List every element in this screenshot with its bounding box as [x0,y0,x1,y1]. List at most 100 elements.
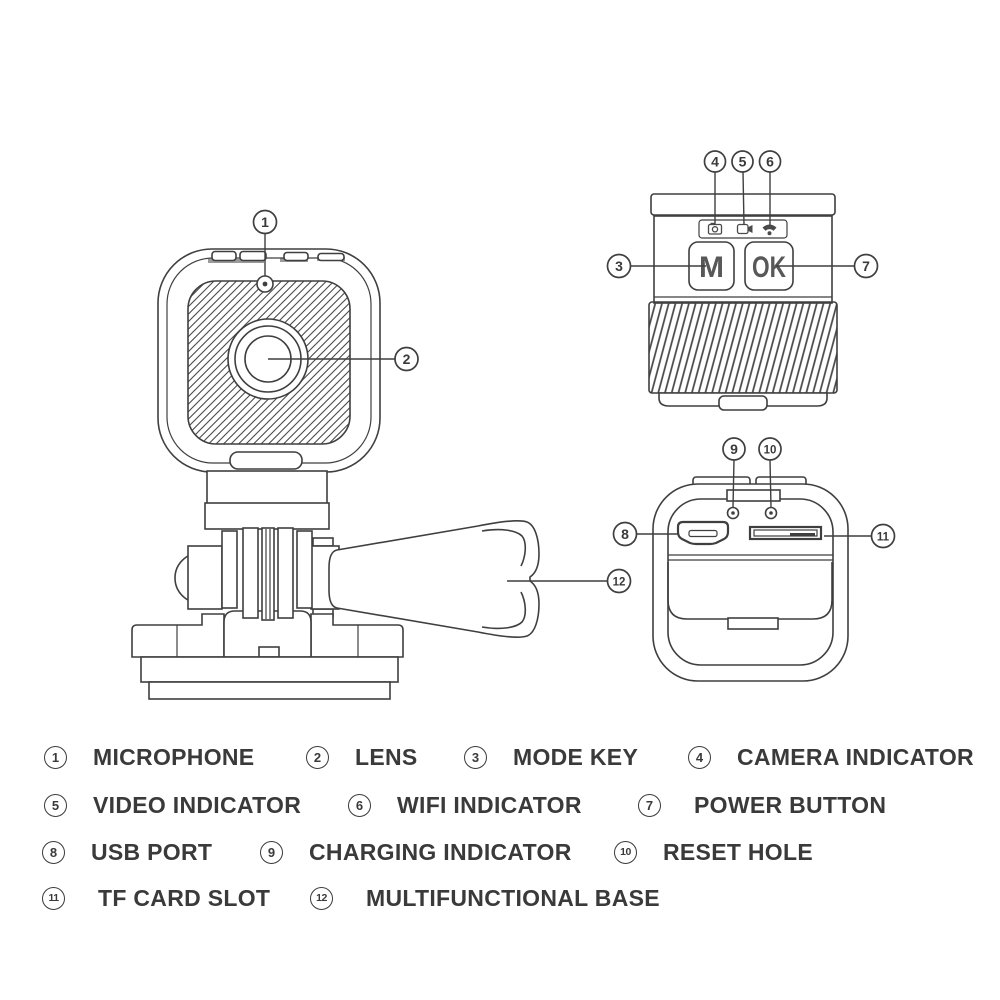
legend-label: USB PORT [91,838,213,865]
callout-3: 3 [606,253,706,279]
legend-number-badge: 2 [306,745,329,769]
thumbscrew-lobe-line [481,591,527,630]
callout-8: 8 [612,521,678,547]
legend-number-badge: 7 [638,793,661,817]
legend-item-power-button: 7 POWER BUTTON [638,790,886,820]
callout-11: 11 [824,523,896,549]
fork-slat [277,527,294,619]
mode-key-label: M [699,251,724,284]
legend-number-badge: 6 [348,793,371,817]
callout-9: 9 [722,437,746,508]
svg-text:4: 4 [711,154,719,170]
legend-label: LENS [355,743,418,770]
base-notch [258,646,280,658]
top-button-tab [283,251,309,262]
top-edge-notch [726,489,781,502]
legend-number-badge: 12 [310,886,333,910]
svg-text:8: 8 [621,526,629,542]
tf-card-slot [748,525,823,541]
callouts: 1 2 3 4 5 6 7 [252,150,896,594]
legend-item-lens: 2 LENS [306,742,418,772]
svg-text:12: 12 [613,577,626,589]
legend-item-multifunctional-base: 12 MULTIFUNCTIONAL BASE [310,883,660,913]
legend-label: WIFI INDICATOR [397,791,582,818]
svg-text:7: 7 [862,258,870,274]
usb-port [676,520,730,546]
svg-text:3: 3 [615,258,623,274]
legend-number-badge: 11 [42,886,65,910]
legend-label: CAMERA INDICATOR [737,743,974,770]
legend-item-usb-port: 8 USB PORT [42,837,212,867]
legend-label: TF CARD SLOT [98,884,271,911]
recess-tab [727,617,779,630]
base-center-hump [223,610,312,658]
legend-number-badge: 3 [464,745,487,769]
thumbscrew-lobe-line [481,528,527,567]
top-button-tab [239,250,267,262]
legend-item-video-indicator: 5 VIDEO INDICATOR [44,790,301,820]
top-button-tab [211,250,237,262]
callout-12: 12 [507,568,632,594]
callout-4: 4 [703,150,727,225]
fork-left-block [187,545,223,610]
fork-screw-shaft [261,527,275,621]
legend-item-mode-key: 3 MODE KEY [464,742,638,772]
callout-1: 1 [252,209,278,276]
legend-item-wifi-indicator: 6 WIFI INDICATOR [348,790,582,820]
wing-thumbscrew [328,519,540,639]
svg-text:9: 9 [730,441,738,457]
legend-label: MODE KEY [513,743,639,770]
svg-text:1: 1 [261,214,269,230]
microphone-dot [262,281,268,287]
legend-item-reset-hole: 10 RESET HOLE [614,837,813,867]
base-right-wing [310,613,404,658]
top-view: M OK [648,193,838,411]
legend-item-tf-card-slot: 11 TF CARD SLOT [42,883,270,913]
legend-number-badge: 5 [44,793,67,817]
callout-2: 2 [268,346,419,372]
fork-slat [296,530,313,609]
base-left-wing [131,613,225,658]
charging-indicator-dot [731,511,735,515]
mount-neck-lower [204,502,330,530]
svg-text:10: 10 [764,445,777,457]
legend-label: CHARGING INDICATOR [309,838,572,865]
legend-item-microphone: 1 MICROPHONE [44,742,254,772]
bottom-view [652,476,849,682]
mount-neck-upper [206,470,328,505]
svg-text:6: 6 [766,154,774,170]
legend-label: VIDEO INDICATOR [93,791,302,818]
callout-10: 10 [758,437,782,508]
legend-label: MICROPHONE [93,743,255,770]
legend-number-badge: 1 [44,745,67,769]
video-icon [736,223,753,235]
bottom-latch-tab [229,451,303,470]
legend-label: MULTIFUNCTIONAL BASE [366,884,660,911]
base-slab-upper [140,656,399,683]
knurled-barrel [648,301,838,394]
legend-number-badge: 10 [614,840,637,864]
ok-button-label: OK [752,251,786,284]
svg-text:5: 5 [739,154,747,170]
base-slab-lower [148,681,391,700]
fork-right-step [312,537,334,547]
indicator-strip [698,219,788,239]
fork-slat [242,527,259,619]
legend-number-badge: 9 [260,840,283,864]
legend-label: POWER BUTTON [694,791,887,818]
top-button-tab [317,252,345,262]
callout-5: 5 [731,150,754,226]
svg-text:2: 2 [403,351,411,367]
svg-text:11: 11 [877,532,890,544]
barrel-bottom-tab [718,395,768,411]
legend-number-badge: 8 [42,840,65,864]
legend-item-camera-indicator: 4 CAMERA INDICATOR [688,742,974,772]
top-body [653,215,833,304]
legend-item-charging-indicator: 9 CHARGING INDICATOR [260,837,572,867]
wifi-icon [762,224,777,236]
legend-label: RESET HOLE [663,838,813,865]
callout-6: 6 [758,150,782,225]
front-view [157,248,381,473]
top-edge-shading [208,259,264,263]
